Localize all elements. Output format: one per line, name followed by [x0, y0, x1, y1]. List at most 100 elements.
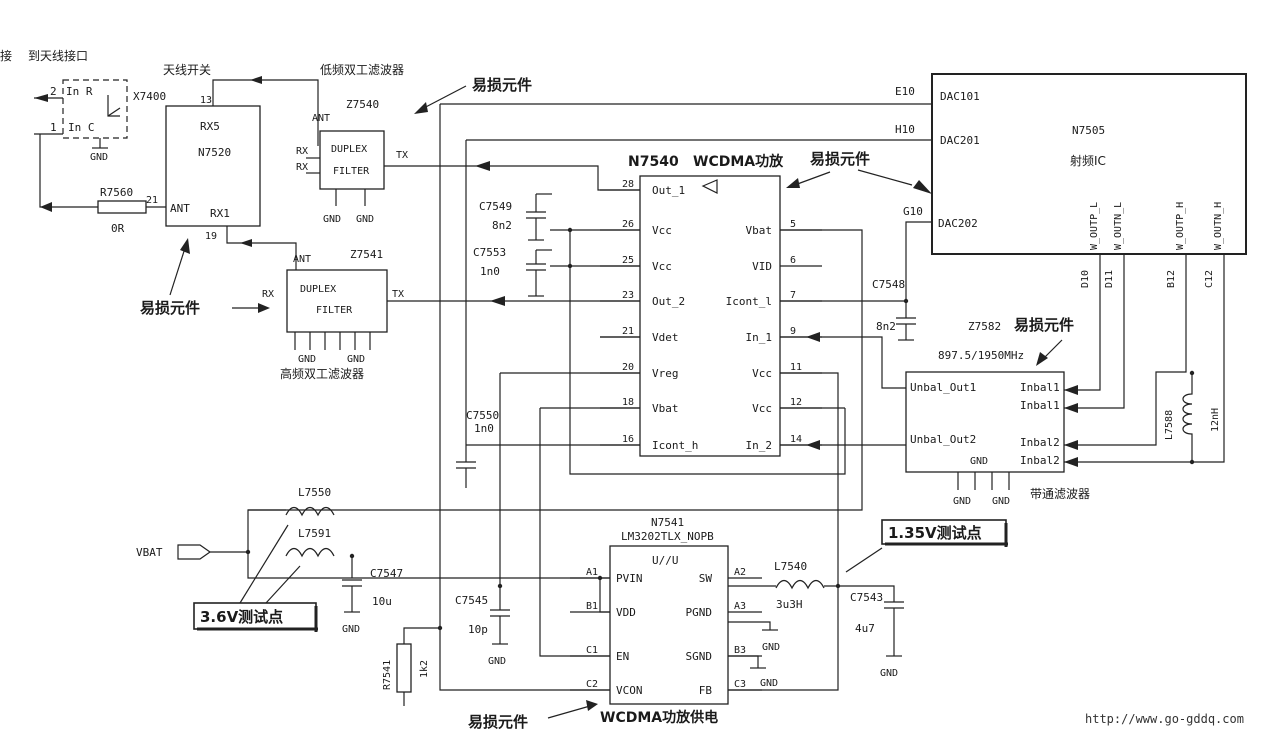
- n7541-pin-num-a2: A2: [734, 567, 746, 578]
- n7541-ref: N7541: [651, 516, 684, 529]
- n7505-title: 射频IC: [1070, 153, 1106, 168]
- z7541-line2: FILTER: [316, 305, 353, 316]
- l7588-inductor: L7588 12nH: [1164, 370, 1221, 465]
- n7540-pin-num-18: 18: [622, 397, 634, 408]
- fragile-label-n7520: 易损元件: [140, 299, 200, 317]
- r7560-ref: R7560: [100, 186, 133, 199]
- c7553-capacitor: C7553 1n0: [473, 246, 546, 297]
- z7540-rx-b: RX: [296, 162, 308, 173]
- n7540-pin-name-12: Vcc: [752, 402, 772, 415]
- n7540-triangle-icon: [701, 179, 718, 194]
- z7582-inbal-c: Inbal2: [1020, 436, 1060, 449]
- z7541-line1: DUPLEX: [300, 284, 336, 295]
- pgnd-gnd: GND: [762, 642, 780, 653]
- z7540-ant: ANT: [312, 113, 330, 124]
- c7550-ref: C7550: [466, 409, 499, 422]
- n7540-pin-num-21: 21: [622, 326, 634, 337]
- n7540-pin-num-7: 7: [790, 290, 796, 301]
- x7400-connector: In R In C X7400 2 1 GND: [34, 79, 166, 163]
- n7505-out-name-0: W_OUTP_L: [1089, 202, 1100, 250]
- n7540-pin-num-25: 25: [622, 255, 634, 266]
- n7520-rx5: RX5: [200, 120, 220, 133]
- fragile-label-z7540: 易损元件: [472, 76, 532, 94]
- n7541-pin-name-c2: VCON: [616, 684, 643, 697]
- x7400-in-c: In C: [68, 121, 95, 134]
- l7591-inductor: L7591: [285, 527, 335, 558]
- n7520-ant: ANT: [170, 202, 190, 215]
- z7540-gnd-a: GND: [323, 214, 341, 225]
- z7582-gnd-label: GND: [970, 456, 988, 467]
- r7560-resistor: R7560 0R 21: [97, 186, 158, 235]
- n7540-pin-name-26: Vcc: [652, 224, 672, 237]
- n7505-out-name-2: W_OUTP_H: [1175, 202, 1186, 250]
- n7540-ref: N7540: [628, 154, 679, 170]
- c7547-gnd: GND: [342, 624, 360, 635]
- n7520-pin19: 19: [205, 231, 217, 242]
- n7540-pin-name-11: Vcc: [752, 367, 772, 380]
- arrow-fragile-n7505: [913, 180, 932, 194]
- c7543-ref: C7543: [850, 591, 883, 604]
- r7560-pin: 21: [146, 195, 158, 206]
- n7505-rf-ic: DAC101 DAC201 DAC202 N7505 射频IC W_OUTP_L…: [931, 73, 1247, 288]
- r7541-resistor: R7541 1k2: [382, 625, 443, 706]
- x7400-pin1: 1: [50, 121, 57, 134]
- l7550-ref: L7550: [298, 486, 331, 499]
- c7547-val: 10u: [372, 595, 392, 608]
- n7541-pin-num-c2: C2: [586, 679, 598, 690]
- z7541-gnd-b: GND: [347, 354, 365, 365]
- n7541-pin-name-c1: EN: [616, 650, 629, 663]
- n7505-dac101: DAC101: [940, 90, 980, 103]
- c7549-val: 8n2: [492, 219, 512, 232]
- n7541-pin-num-a3: A3: [734, 601, 746, 612]
- arrow-in1: [806, 332, 820, 342]
- z7540-ref: Z7540: [346, 98, 379, 111]
- n7540-title: WCDMA功放: [693, 153, 784, 170]
- x7400-in-r: In R: [66, 85, 93, 98]
- n7520-ref: N7520: [198, 146, 231, 159]
- z7541-gnd-a: GND: [298, 354, 316, 365]
- n7540-pin-num-23: 23: [622, 290, 634, 301]
- z7541-ref: Z7541: [350, 248, 383, 261]
- r7560-value: 0R: [111, 222, 125, 235]
- n7505-h10: H10: [895, 123, 915, 136]
- n7541-pin-num-c3: C3: [734, 679, 746, 690]
- n7505-out-name-1: W_OUTN_L: [1113, 202, 1124, 250]
- c7547-capacitor: C7547 10u GND: [342, 553, 403, 635]
- z7541-rx: RX: [262, 289, 274, 300]
- c7543-gnd: GND: [880, 668, 898, 679]
- arrow-rx1: [240, 239, 252, 247]
- edge-char: 接: [0, 48, 12, 63]
- n7520-rx1: RX1: [210, 207, 230, 220]
- c7545-gnd: GND: [488, 656, 506, 667]
- antenna-switch-label: 天线开关: [163, 63, 211, 77]
- n7540-pin-num-5: 5: [790, 219, 796, 230]
- n7541-pin-name-a1: PVIN: [616, 572, 643, 585]
- antenna-connector-label: 到天线接口: [28, 48, 88, 63]
- z7541-duplex-filter: DUPLEX FILTER Z7541 ANT RX TX GND GND: [262, 248, 404, 365]
- test-point-135-box: 1.35V测试点: [881, 519, 1008, 547]
- n7541-pin-name-b1: VDD: [616, 606, 636, 619]
- n7541-pin-num-c1: C1: [586, 645, 598, 656]
- fragile-label-n7540: 易损元件: [810, 150, 870, 168]
- l7588-val: 12nH: [1210, 408, 1221, 432]
- n7541-pin-num-b1: B1: [586, 601, 598, 612]
- n7541-pin-name-b3: SGND: [686, 650, 713, 663]
- n7540-pin-name-14: In_2: [746, 439, 773, 452]
- x7400-pin2: 2: [50, 85, 57, 98]
- l7591-ref: L7591: [298, 527, 331, 540]
- n7541-part: LM3202TLX_NOPB: [621, 530, 714, 543]
- n7540-pin-name-25: Vcc: [652, 260, 672, 273]
- z7582-gnd-b: GND: [992, 496, 1010, 507]
- n7541-pin-name-c3: FB: [699, 684, 713, 697]
- c7548-capacitor: C7548 8n2: [872, 278, 916, 341]
- sgnd-gnd: GND: [760, 678, 778, 689]
- n7505-ref: N7505: [1072, 124, 1105, 137]
- fragile-label-n7541: 易损元件: [468, 713, 528, 731]
- l7540-inductor: L7540 3u3H: [774, 560, 825, 611]
- n7540-pin-name-21: Vdet: [652, 331, 679, 344]
- z7540-rx-a: RX: [296, 146, 308, 157]
- n7505-out-pin-d10: D10: [1080, 270, 1091, 288]
